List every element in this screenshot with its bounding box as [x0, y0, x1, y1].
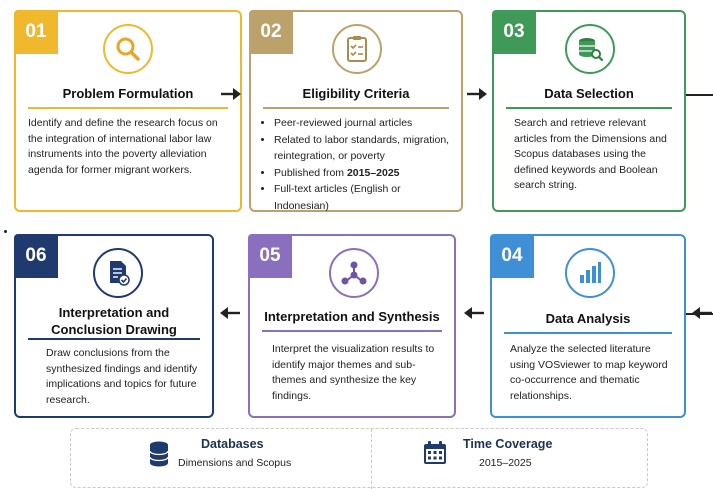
step-06-body: Draw conclusions from the synthesized fi… — [46, 347, 198, 406]
time-coverage-title: Time Coverage — [463, 437, 553, 451]
step-03-card: 03 Data Selection Search and retrieve re… — [492, 10, 686, 212]
database-icon — [149, 441, 169, 467]
info-footer: Databases Dimensions and Scopus Time Cov… — [70, 428, 648, 489]
step-05-body: Interpret the visualization results to i… — [272, 343, 435, 402]
time-coverage-value: 2015–2025 — [479, 457, 532, 469]
arrow-left-icon — [464, 307, 484, 319]
step-06-title: Interpretation and Conclusion Drawing — [51, 305, 177, 337]
databases-title: Databases — [201, 437, 264, 451]
criteria-item: Full-text articles (English or Indonesia… — [274, 181, 455, 214]
step-03-number: 03 — [492, 10, 536, 54]
magnifier-icon — [103, 24, 153, 74]
criteria-years-prefix: Published from — [274, 166, 347, 179]
arrow-left-icon — [220, 307, 240, 319]
footer-divider — [371, 429, 372, 489]
databases-value: Dimensions and Scopus — [178, 457, 292, 469]
network-icon — [329, 248, 379, 298]
arrow-left-icon — [692, 307, 712, 319]
criteria-item: Related to labor standards, migration, r… — [274, 132, 455, 165]
step-05-rule — [262, 330, 442, 332]
step-04-body: Analyze the selected literature using VO… — [510, 343, 668, 402]
step-02-title: Eligibility Criteria — [302, 86, 410, 101]
document-check-icon — [93, 248, 143, 298]
database-search-icon — [565, 24, 615, 74]
arrow-right-icon — [221, 88, 241, 100]
step-05-title: Interpretation and Synthesis — [264, 309, 440, 324]
step-03-body: Search and retrieve relevant articles fr… — [514, 117, 667, 191]
calendar-icon — [424, 441, 446, 464]
step-01-number: 01 — [14, 10, 58, 54]
step-01-rule — [28, 107, 228, 109]
step-06-rule — [28, 338, 200, 340]
bar-chart-icon — [565, 248, 615, 298]
criteria-item: Peer-reviewed journal articles — [274, 115, 455, 132]
step-01-title: Problem Formulation — [62, 86, 194, 101]
criteria-item: Published from 2015–2025 — [274, 165, 455, 182]
step-02-rule — [263, 107, 449, 109]
step-04-card: 04 Data Analysis Analyze the selected li… — [490, 234, 686, 418]
step-06-card: 06 Interpretation and Conclusion Drawing… — [14, 234, 214, 418]
step-02-number: 02 — [249, 10, 293, 54]
criteria-years: 2015–2025 — [346, 166, 400, 179]
step-01-card: 01 Problem Formulation Identify and defi… — [14, 10, 242, 212]
step-03-rule — [506, 107, 672, 109]
step-05-number: 05 — [248, 234, 292, 278]
step-06-number: 06 — [14, 234, 58, 278]
arrow-right-icon — [467, 88, 487, 100]
step-02-card: 02 Eligibility Criteria Peer-reviewed jo… — [249, 10, 463, 212]
checklist-icon — [332, 24, 382, 74]
step-04-number: 04 — [490, 234, 534, 278]
step-03-title: Data Selection — [544, 86, 634, 101]
step-03-connector-line — [686, 94, 713, 96]
step-05-card: 05 Interpretation and Synthesis Interpre… — [248, 234, 456, 418]
stray-dot — [4, 230, 7, 233]
step-02-criteria: Peer-reviewed journal articles Related t… — [263, 115, 455, 214]
step-04-title: Data Analysis — [545, 311, 631, 326]
step-01-body: Identify and define the research focus o… — [28, 117, 218, 176]
step-04-rule — [504, 332, 672, 334]
